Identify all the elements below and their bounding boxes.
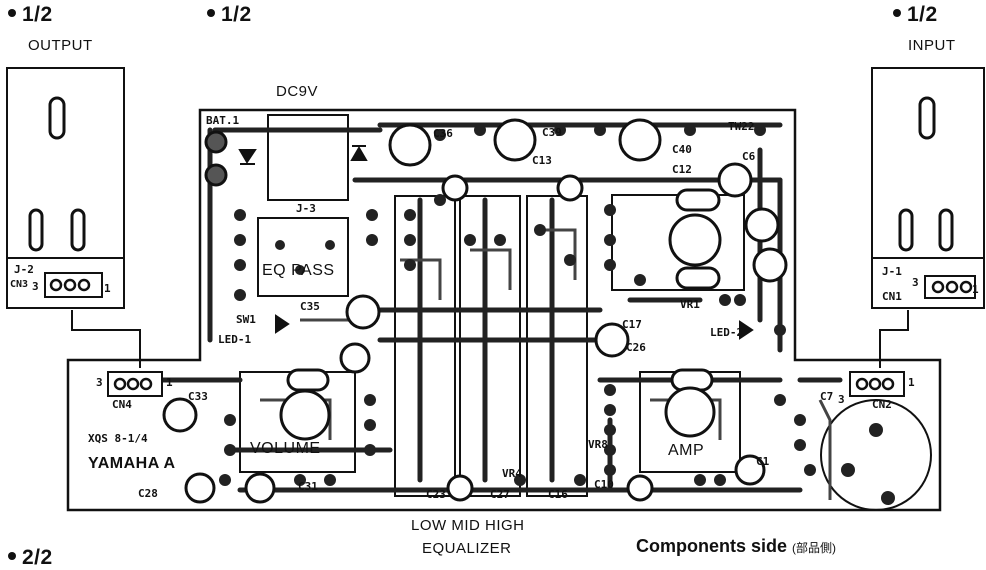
dc9v-label: DC9V bbox=[276, 83, 319, 100]
equalizer-line1: LOW MID HIGH bbox=[411, 517, 525, 534]
ref-c12: C12 bbox=[672, 163, 692, 176]
ref-j1: J-1 bbox=[882, 265, 902, 278]
cn2-pin1: 1 bbox=[908, 376, 915, 389]
ref-c33: C33 bbox=[188, 390, 208, 403]
volume-label: VOLUME bbox=[250, 440, 321, 457]
ref-cn1: CN1 bbox=[882, 290, 902, 303]
dc-jack-outline bbox=[267, 114, 349, 201]
yamaha-label: YAMAHA A bbox=[88, 455, 176, 472]
ref-vr1: VR1 bbox=[680, 298, 700, 311]
ref-c6: C6 bbox=[742, 150, 756, 163]
header-bottom: 2/2 bbox=[8, 546, 53, 570]
ref-c39: C39 bbox=[542, 126, 562, 139]
ref-c26: C26 bbox=[626, 341, 646, 354]
header-left: 1/2 bbox=[8, 3, 53, 27]
output-label: OUTPUT bbox=[28, 37, 93, 54]
cn1-pin1: 1 bbox=[972, 283, 979, 296]
board-outline bbox=[66, 108, 942, 512]
ref-j2: J-2 bbox=[14, 263, 34, 276]
ref-cn4: CN4 bbox=[112, 398, 132, 411]
cn1-pin3: 3 bbox=[912, 276, 919, 289]
cn3-pin3: 3 bbox=[32, 280, 39, 293]
ref-led1: LED-1 bbox=[218, 333, 252, 346]
cn4-pin1: 1 bbox=[166, 376, 173, 389]
slider-mid-frame bbox=[459, 195, 521, 497]
eq-switch-outline bbox=[257, 217, 349, 297]
ref-c7: C7 bbox=[820, 390, 834, 403]
ref-c40: C40 bbox=[672, 143, 692, 156]
slider-high-frame bbox=[526, 195, 588, 497]
header-center: 1/2 bbox=[207, 3, 252, 27]
input-jack-outline bbox=[871, 67, 985, 309]
ref-vr4: VR4 bbox=[502, 467, 522, 480]
header-right: 1/2 bbox=[893, 3, 938, 27]
bullet-icon bbox=[8, 9, 16, 18]
slider-low-frame bbox=[394, 195, 456, 497]
ref-tw22: TW22 bbox=[728, 120, 755, 133]
ref-c36: C36 bbox=[433, 127, 453, 140]
ref-led2: LED-2 bbox=[710, 326, 744, 339]
components-side-sub: (部品側) bbox=[792, 541, 837, 555]
cn2-pin3: 3 bbox=[838, 393, 845, 406]
ref-c13: C13 bbox=[532, 154, 552, 167]
ref-c27: C27 bbox=[490, 488, 510, 501]
ref-sw1: SW1 bbox=[236, 313, 256, 326]
ref-c35: C35 bbox=[300, 300, 320, 313]
ref-c1: C1 bbox=[756, 455, 770, 468]
bullet-icon bbox=[8, 552, 16, 561]
ref-bat1: BAT.1 bbox=[206, 114, 240, 127]
eq-pass-label: EQ PASS bbox=[262, 262, 335, 279]
ref-c31: C31 bbox=[298, 480, 318, 493]
ref-c16: C16 bbox=[548, 488, 568, 501]
cn4-pin3: 3 bbox=[96, 376, 103, 389]
cn3-pin1: 1 bbox=[104, 282, 111, 295]
amp-label: AMP bbox=[668, 442, 705, 459]
input-label: INPUT bbox=[908, 37, 956, 54]
bullet-icon bbox=[207, 9, 215, 18]
ref-xqs: XQS 8-1/4 bbox=[88, 432, 148, 445]
output-jack-outline bbox=[6, 67, 125, 309]
bullet-icon bbox=[893, 9, 901, 18]
ref-c17: C17 bbox=[622, 318, 642, 331]
ref-c10: C10 bbox=[594, 478, 614, 491]
ref-j3: J-3 bbox=[296, 202, 316, 215]
ref-cn3: CN3 bbox=[10, 279, 29, 290]
ref-c28: C28 bbox=[138, 487, 158, 500]
ref-vr8: VR8 bbox=[588, 438, 608, 451]
speaker-outline bbox=[820, 399, 932, 511]
ref-cn2: CN2 bbox=[872, 398, 892, 411]
equalizer-line2: EQUALIZER bbox=[422, 540, 512, 557]
ref-c23: C23 bbox=[426, 488, 446, 501]
components-side-label: Components side (部品側) bbox=[636, 536, 837, 556]
